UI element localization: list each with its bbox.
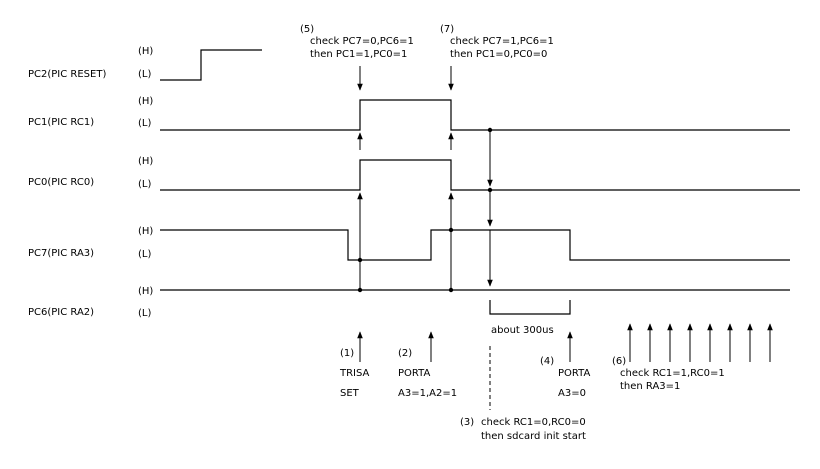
note-1-number: (1) (340, 348, 354, 359)
note-1: (1) TRISA SET (339, 348, 370, 399)
pc2-low-label: (L) (138, 69, 151, 80)
signal-name-pc2: PC2(PIC RESET) (28, 69, 106, 80)
duration-label: about 300us (491, 325, 554, 336)
event5-dot-pc7 (357, 257, 363, 263)
note-3-line2: then sdcard init start (481, 431, 586, 442)
event5-dot-pc6 (357, 287, 363, 293)
pc1-low-label: (L) (138, 118, 151, 129)
event7-dot-pc7 (448, 227, 454, 233)
note-7-line2: then PC1=0,PC0=0 (450, 49, 547, 60)
pc2-waveform (160, 49, 262, 81)
note-7: (7) check PC7=1,PC6=1 then PC1=0,PC0=0 (440, 24, 554, 60)
signal-name-pc6: PC6(PIC RA2) (28, 307, 94, 318)
event7-dot-pc6 (448, 287, 454, 293)
note-3-number: (3) (460, 417, 474, 428)
note-5-number: (5) (300, 24, 314, 35)
note-5-line2: then PC1=1,PC0=1 (310, 49, 407, 60)
note-4-number: (4) (540, 356, 554, 367)
pc2-high-label: (H) (138, 46, 153, 57)
duration-bracket (489, 300, 571, 315)
pc7-low-label: (L) (138, 249, 151, 260)
note-6-number: (6) (612, 356, 626, 367)
pc6-high-label: (H) (138, 286, 153, 297)
pc7-waveform (160, 229, 790, 261)
note-6-line1: check RC1=1,RC0=1 (620, 368, 725, 379)
event6-polling-arrows (627, 323, 773, 362)
pc1-waveform (160, 99, 790, 131)
note-5: (5) check PC7=0,PC6=1 then PC1=1,PC0=1 (300, 24, 414, 60)
note-2-line2: A3=1,A2=1 (398, 388, 457, 399)
note-4-line1: PORTA (558, 368, 590, 379)
note-3: (3) check RC1=0,RC0=0 then sdcard init s… (460, 417, 586, 442)
signal-name-pc7: PC7(PIC RA3) (28, 248, 94, 259)
note-4-line2: A3=0 (558, 388, 586, 399)
pc7-high-label: (H) (138, 226, 153, 237)
pc0-high-label: (H) (138, 156, 153, 167)
pc0-low-label: (L) (138, 179, 151, 190)
pc6-low-label: (L) (138, 308, 151, 319)
note-2-line1: PORTA (398, 368, 430, 379)
event3-dot-pc1 (487, 127, 493, 133)
signal-name-pc1: PC1(PIC RC1) (28, 117, 94, 128)
event3-dot-pc0 (487, 187, 493, 193)
note-1-line2: SET (340, 388, 360, 399)
note-7-number: (7) (440, 24, 454, 35)
note-3-line1: check RC1=0,RC0=0 (481, 417, 586, 428)
pc1-high-label: (H) (138, 96, 153, 107)
note-5-line1: check PC7=0,PC6=1 (310, 36, 414, 47)
note-6: (6) check RC1=1,RC0=1 then RA3=1 (612, 356, 725, 392)
note-2-number: (2) (398, 348, 412, 359)
note-4: (4) PORTA A3=0 (540, 356, 590, 399)
signal-name-pc0: PC0(PIC RC0) (28, 177, 94, 188)
note-2: (2) PORTA A3=1,A2=1 (398, 348, 457, 399)
note-1-line1: TRISA (339, 368, 370, 379)
pc0-waveform (160, 159, 800, 191)
note-6-line2: then RA3=1 (620, 381, 680, 392)
note-7-line1: check PC7=1,PC6=1 (450, 36, 554, 47)
